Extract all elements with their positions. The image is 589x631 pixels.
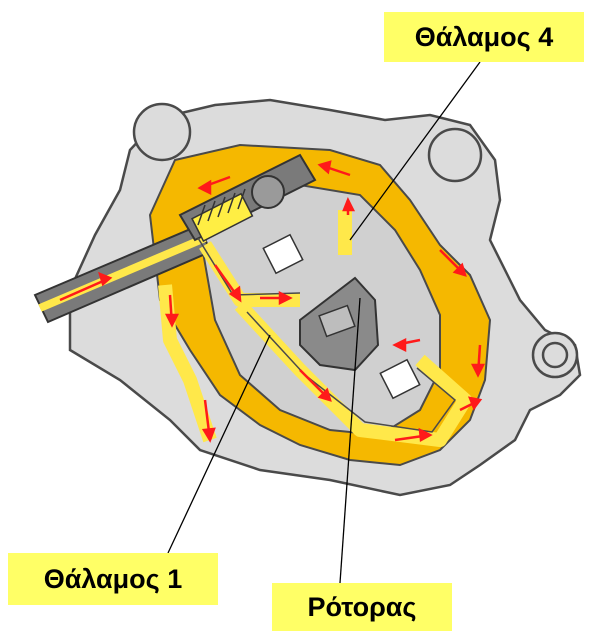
ball-valve-icon [252,176,284,208]
label-chamber-4: Θάλαμος 4 [384,12,584,62]
label-chamber-1: Θάλαμος 1 [8,553,218,605]
label-rotor: Ρότορας [272,583,452,631]
